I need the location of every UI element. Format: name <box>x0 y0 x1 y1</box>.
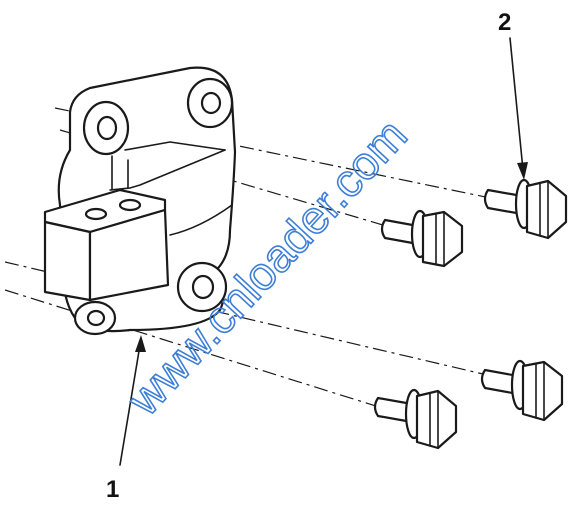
bolt-top-right <box>483 178 568 240</box>
top-left-hole <box>96 115 118 141</box>
callout-2: 2 <box>498 9 511 36</box>
mounting-bracket <box>43 66 237 336</box>
lower-right-hole <box>191 274 215 300</box>
leader-arrowhead-2 <box>517 162 528 180</box>
bolt-middle-right <box>380 209 464 268</box>
bolt-head <box>521 360 564 422</box>
bolt-bottom <box>373 388 458 450</box>
bolt-head <box>525 179 568 240</box>
bracket-rib-5 <box>169 204 233 236</box>
bolt-lower-right <box>480 359 564 422</box>
front-block-side <box>88 208 170 302</box>
leader-lines <box>119 37 528 466</box>
leader-line-1 <box>119 344 141 466</box>
block-hole-left <box>84 207 108 221</box>
leader-line-2 <box>509 37 524 171</box>
bolt-head <box>415 389 458 450</box>
callout-1: 1 <box>106 476 119 503</box>
block-hole-right <box>118 198 142 212</box>
bolt-head <box>421 210 464 268</box>
leader-arrowhead-1 <box>135 335 146 352</box>
lower-left-hole <box>86 309 106 327</box>
bracket-rib-1 <box>124 141 226 151</box>
top-right-hole <box>200 91 222 115</box>
front-block-front <box>43 220 92 302</box>
